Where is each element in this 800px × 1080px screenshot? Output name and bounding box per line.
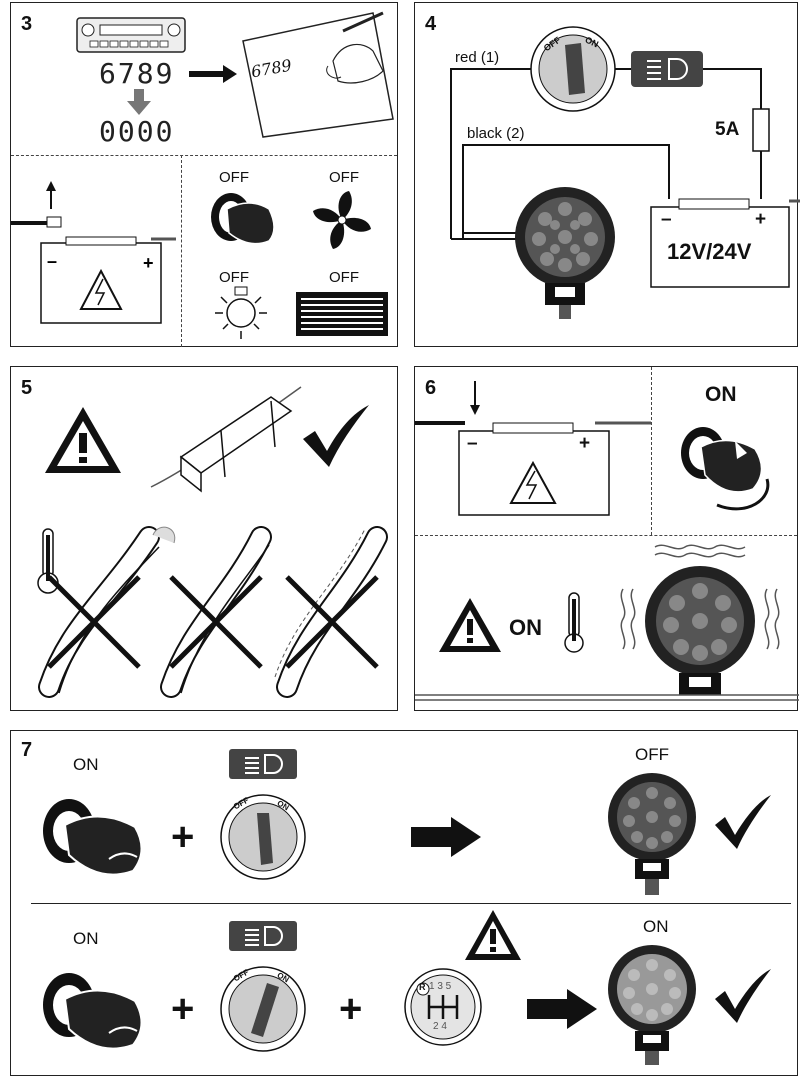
panel-step-4: 4 <box>414 2 800 347</box>
warning-triangle-icon <box>439 598 501 652</box>
panel-step-5: 5 <box>10 366 398 711</box>
battery-minus: – <box>661 209 672 230</box>
black-wire-label: black (2) <box>467 125 525 142</box>
fan-icon <box>313 191 371 249</box>
cable-vibration-crossed-icon <box>274 526 388 698</box>
cable-near-exhaust-crossed-icon <box>38 526 176 698</box>
arrow-right-icon <box>189 65 237 83</box>
red-wire-label: red (1) <box>455 49 500 66</box>
ignition-key-icon <box>211 193 275 245</box>
gear-r-label: R <box>419 982 426 992</box>
ignition-key-icon <box>43 799 143 876</box>
thermometer-icon <box>564 592 584 653</box>
light-switch-off-icon <box>220 794 306 880</box>
panel-step-7: 7 ON OFF ON ON + OFF ON <box>10 730 798 1076</box>
row2-lamp-on-label: ON <box>643 917 669 936</box>
panel-step-6: 6 – + ON ON <box>414 366 799 711</box>
car-radio-icon <box>76 17 186 53</box>
row1-lamp-off-label: OFF <box>635 745 669 764</box>
plus-sign: + <box>171 815 195 859</box>
warning-triangle-icon <box>465 910 521 960</box>
battery-minus: – <box>467 433 478 454</box>
panel-step-3: 3 6789 0000 6789 – + OF <box>10 2 398 347</box>
arrow-down-icon <box>127 89 151 115</box>
ignition-key-turn-icon <box>681 427 770 511</box>
headlight-symbol-icon <box>229 921 297 951</box>
radio-code-current: 6789 <box>99 57 175 90</box>
step-number: 3 <box>21 13 33 35</box>
warning-triangle-icon <box>45 407 121 473</box>
warning-on-label: ON <box>509 615 542 640</box>
row2-ignition-on-label: ON <box>73 929 99 948</box>
work-lamp-on-icon <box>608 945 696 1065</box>
plus-sign: + <box>339 987 363 1031</box>
ignition-on-label: ON <box>705 383 737 406</box>
hot-lamp-icon <box>620 544 780 695</box>
step-number: 4 <box>425 13 437 35</box>
gear-shift-icon <box>404 968 482 1046</box>
off-label-fan: OFF <box>329 169 359 186</box>
checkmark-icon <box>715 795 771 849</box>
arrow-right-icon <box>527 989 597 1029</box>
light-switch-on-icon <box>220 966 306 1052</box>
step-number: 5 <box>21 377 33 399</box>
ignition-key-icon <box>43 973 143 1050</box>
off-label-heater: OFF <box>329 269 359 286</box>
row1-ignition-on-label: ON <box>73 755 99 774</box>
off-label-light: OFF <box>219 269 249 286</box>
checkmark-icon <box>303 405 369 467</box>
thermometer-icon <box>37 528 59 594</box>
interior-light-icon <box>215 286 267 339</box>
wiring-diagram <box>450 26 800 319</box>
cable-tied-pipe-crossed-icon <box>160 526 272 698</box>
cable-conduit-icon <box>150 386 302 493</box>
battery-plus: + <box>579 433 591 454</box>
battery-disconnect-icon: – + <box>11 181 176 324</box>
off-label-ignition: OFF <box>219 169 249 186</box>
rear-heater-icon <box>296 292 388 336</box>
svg-text:+: + <box>143 253 154 273</box>
voltage-label: 12V/24V <box>667 239 752 264</box>
checkmark-icon <box>715 969 771 1023</box>
arrow-right-icon <box>411 817 481 857</box>
step-number: 7 <box>21 739 33 761</box>
paper-note-icon <box>242 11 394 138</box>
step-number: 6 <box>425 377 437 399</box>
battery-plus: + <box>755 209 767 230</box>
svg-text:–: – <box>47 251 57 271</box>
battery-connect-icon <box>415 381 651 516</box>
work-lamp-off-icon <box>608 773 696 895</box>
ground-line <box>415 694 799 701</box>
headlight-symbol-icon <box>229 749 297 779</box>
fuse-rating: 5A <box>715 119 740 140</box>
radio-code-reset: 0000 <box>99 115 175 148</box>
gear-top-label: 1 3 5 <box>429 981 452 992</box>
gear-bottom-label: 2 4 <box>433 1021 447 1032</box>
plus-sign: + <box>171 987 195 1031</box>
